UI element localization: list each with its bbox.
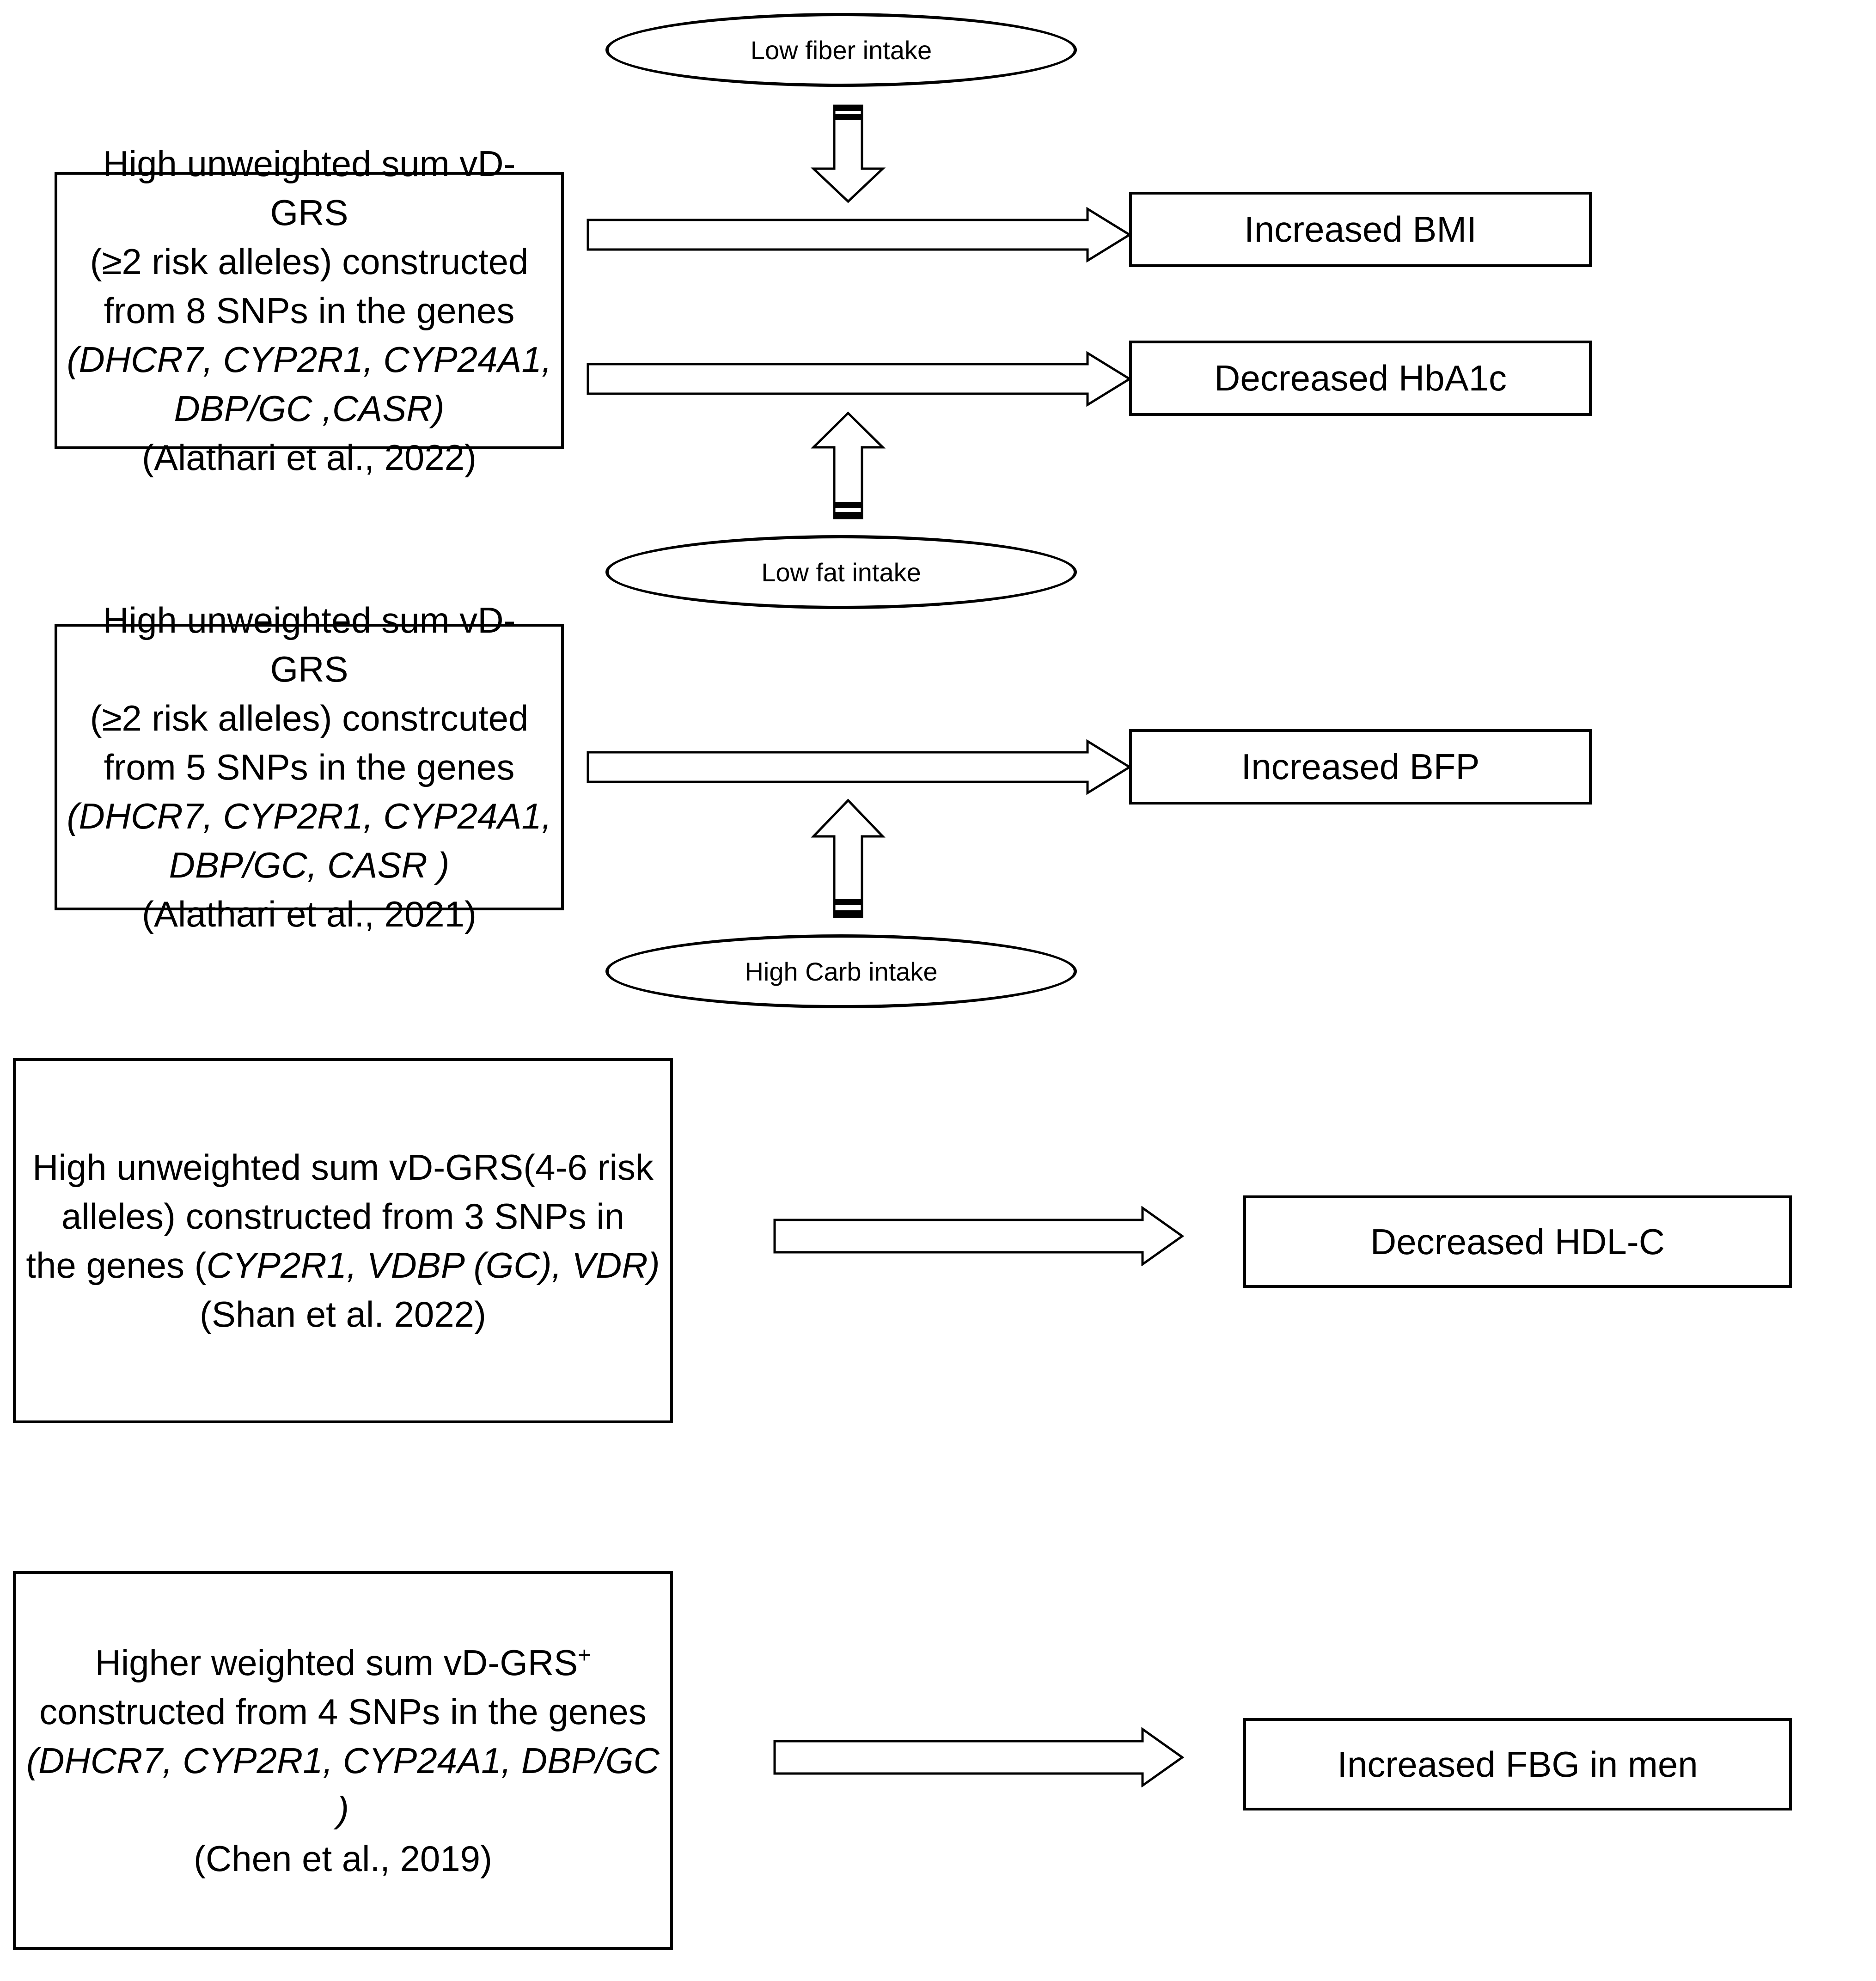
exposure-line-2: constructed from 4 SNPs in the genes xyxy=(39,1691,647,1732)
exposure-genes-line-1: (DHCR7, CYP2R1, CYP24A1, DBP/GC ) xyxy=(26,1740,660,1830)
exposure-line-1-superscript: + xyxy=(578,1642,591,1668)
outcome-box-hdlc-label: Decreased HDL-C xyxy=(1370,1221,1665,1262)
exposure-line-2: (≥2 risk alleles) constrcuted xyxy=(90,697,529,738)
outcome-box-hba1c-label: Decreased HbA1c xyxy=(1214,358,1507,399)
exposure-box-grs-8snp-text: High unweighted sum vD-GRS (≥2 risk allel… xyxy=(57,139,561,482)
exposure-genes-line-1: (DHCR7, CYP2R1, CYP24A1, xyxy=(67,339,552,380)
up-arrow-low-fat-to-hba1c xyxy=(804,411,892,520)
exposure-box-grs-5snp-text: High unweighted sum vD-GRS (≥2 risk allel… xyxy=(57,596,561,939)
exposure-box-grs-5snp: High unweighted sum vD-GRS (≥2 risk allel… xyxy=(55,600,564,934)
exposure-genes-line-1: (DHCR7, CYP2R1, CYP24A1, xyxy=(67,796,552,837)
exposure-box-grs-4snp-text: Higher weighted sum vD-GRS+ constructed f… xyxy=(16,1638,670,1883)
exposure-citation: (Alathari et al., 2022) xyxy=(141,437,477,478)
exposure-citation: (Alathari et al., 2021) xyxy=(141,894,477,935)
exposure-line-1: High unweighted sum vD-GRS xyxy=(103,143,516,233)
exposure-box-grs-3snp-text: High unweighted sum vD-GRS(4-6 risk allel… xyxy=(16,1143,670,1339)
outcome-box-fbg: Increased FBG in men xyxy=(1243,1718,1792,1810)
exposure-box-grs-8snp: High unweighted sum vD-GRS (≥2 risk allel… xyxy=(55,143,564,478)
exposure-citation: (Shan et al. 2022) xyxy=(199,1294,487,1335)
exposure-box-grs-3snp: High unweighted sum vD-GRS(4-6 risk allel… xyxy=(13,1058,673,1423)
exposure-genes-line-1: CYP2R1, VDBP (GC), VDR) xyxy=(206,1245,660,1286)
exposure-genes-line-2: DBP/GC ,CASR) xyxy=(174,388,445,429)
exposure-box-grs-4snp: Higher weighted sum vD-GRS+ constructed f… xyxy=(13,1571,673,1950)
outcome-box-fbg-label: Increased FBG in men xyxy=(1337,1743,1698,1785)
down-arrow-low-fiber-to-bmi xyxy=(804,104,892,203)
exposure-line-3: the genes ( xyxy=(26,1245,207,1286)
right-arrow-grs3snp-to-hdlc xyxy=(773,1206,1184,1266)
up-arrow-high-carb-to-bfp xyxy=(804,798,892,919)
exposure-citation: (Chen et al., 2019) xyxy=(193,1838,493,1879)
diet-node-low-fiber-label: Low fiber intake xyxy=(750,35,932,65)
exposure-line-3: from 8 SNPs in the genes xyxy=(104,290,515,331)
right-arrow-grs4snp-to-fbg xyxy=(773,1727,1184,1787)
outcome-box-bmi: Increased BMI xyxy=(1129,192,1592,267)
right-arrow-grs5snp-to-bfp xyxy=(586,739,1131,795)
diet-node-low-fat: Low fat intake xyxy=(605,535,1077,609)
exposure-line-1: Higher weighted sum vD-GRS xyxy=(95,1642,578,1683)
exposure-line-1: High unweighted sum vD-GRS xyxy=(103,599,516,689)
outcome-box-hba1c: Decreased HbA1c xyxy=(1129,341,1592,416)
exposure-line-2: alleles) constructed from 3 SNPs in xyxy=(61,1195,625,1237)
outcome-box-bfp-label: Increased BFP xyxy=(1241,746,1480,787)
right-arrow-grs8snp-to-bmi xyxy=(586,207,1131,262)
diet-node-high-carb: High Carb intake xyxy=(605,934,1077,1008)
diet-node-high-carb-label: High Carb intake xyxy=(745,957,938,986)
right-arrow-grs8snp-to-hba1c xyxy=(586,351,1131,407)
outcome-box-bfp: Increased BFP xyxy=(1129,729,1592,805)
exposure-line-3: from 5 SNPs in the genes xyxy=(104,746,515,787)
exposure-line-2: (≥2 risk alleles) constructed xyxy=(90,241,529,282)
exposure-line-1: High unweighted sum vD-GRS(4-6 risk xyxy=(32,1146,654,1188)
outcome-box-hdlc: Decreased HDL-C xyxy=(1243,1195,1792,1288)
diet-node-low-fiber: Low fiber intake xyxy=(605,13,1077,87)
exposure-genes-line-2: DBP/GC, CASR ) xyxy=(169,845,450,886)
outcome-box-bmi-label: Increased BMI xyxy=(1244,209,1477,250)
diet-node-low-fat-label: Low fat intake xyxy=(761,557,921,587)
